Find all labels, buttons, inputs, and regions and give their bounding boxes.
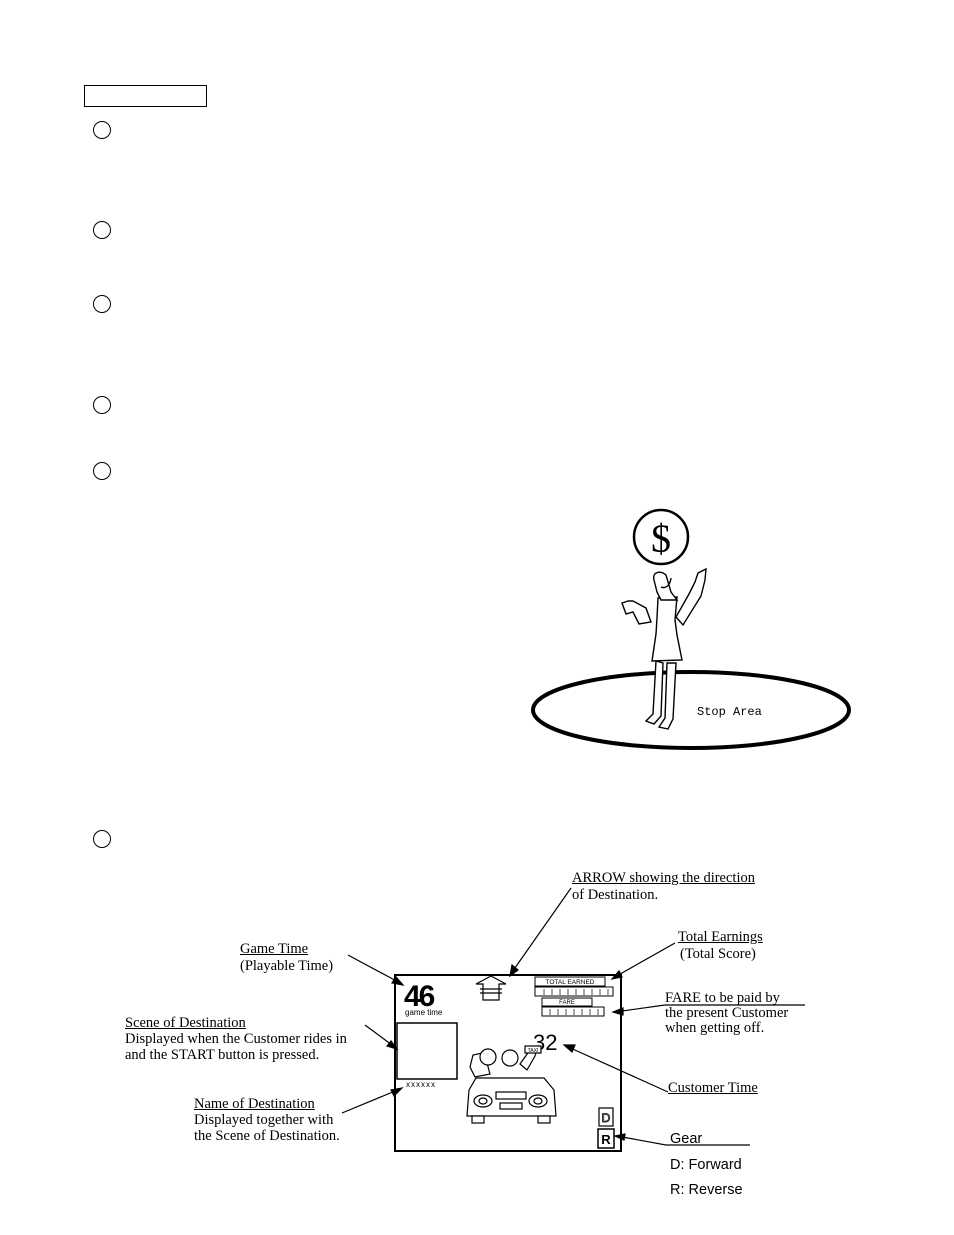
gear-reverse-text: R: Reverse xyxy=(670,1182,743,1198)
callout-leader-lines xyxy=(341,887,805,1146)
scene-callout-title: Scene of Destination xyxy=(125,1015,246,1031)
step-marker-5 xyxy=(93,462,111,480)
game-screen-diagram: 46 game time TOTAL EARNED FARE 32 xxxxxx xyxy=(341,887,805,1152)
name-callout-title: Name of Destination xyxy=(194,1096,315,1112)
fare-label: FARE xyxy=(559,1000,575,1006)
fare-digits xyxy=(541,1006,605,1017)
step-marker-4 xyxy=(93,396,111,414)
step-marker-2 xyxy=(93,221,111,239)
name-callout-line2: the Scene of Destination. xyxy=(194,1128,340,1144)
fare-callout-line3: when getting off. xyxy=(665,1020,765,1036)
gear-forward-text: D: Forward xyxy=(670,1157,742,1173)
game-time-caption: game time xyxy=(405,1008,443,1017)
scene-callout-line2: and the START button is pressed. xyxy=(125,1047,320,1063)
customer-figure xyxy=(621,567,707,730)
fare-label-box xyxy=(541,997,593,1007)
direction-arrow-icon xyxy=(475,975,507,1001)
customer-stop-area-illustration: $ Stop Area xyxy=(531,508,851,750)
total-earned-label-box xyxy=(534,976,606,987)
customer-time-callout: Customer Time xyxy=(668,1080,758,1096)
total-earnings-callout-sub: (Total Score) xyxy=(680,946,756,962)
gear-d-box xyxy=(598,1107,614,1127)
taxi-icon xyxy=(466,1044,557,1124)
fare-callout-line1: FARE to be paid by xyxy=(665,990,780,1006)
step-marker-6 xyxy=(93,830,111,848)
total-earned-digits xyxy=(534,986,614,997)
step-marker-1 xyxy=(93,121,111,139)
arrow-callout-sub: of Destination. xyxy=(572,887,659,903)
dollar-icon: $ xyxy=(651,516,671,561)
step-marker-3 xyxy=(93,295,111,313)
gear-d-indicator: D xyxy=(602,1111,611,1125)
digit-segments xyxy=(543,989,609,1015)
gear-callout-title: Gear xyxy=(670,1131,703,1147)
taxi-sign: TAXI xyxy=(528,1048,539,1054)
section-heading-box xyxy=(84,85,207,107)
destination-name: xxxxxx xyxy=(406,1080,436,1089)
total-earnings-callout-title: Total Earnings xyxy=(678,929,763,945)
total-earned-label: TOTAL EARNED xyxy=(545,979,594,986)
name-callout-line1: Displayed together with xyxy=(194,1112,334,1128)
destination-scene-box xyxy=(396,1022,458,1080)
stop-area-ellipse xyxy=(531,670,851,750)
dollar-bubble xyxy=(632,508,690,566)
screen-frame xyxy=(394,974,622,1152)
arrow-callout-title: ARROW showing the direction xyxy=(572,870,755,886)
gear-r-indicator: R xyxy=(601,1132,611,1147)
stop-area-label: Stop Area xyxy=(697,705,762,719)
gear-r-box xyxy=(597,1128,615,1149)
scene-callout-line1: Displayed when the Customer rides in xyxy=(125,1031,347,1047)
game-time-value: 46 xyxy=(404,980,435,1013)
game-time-callout-title: Game Time xyxy=(240,941,309,957)
game-time-callout-sub: (Playable Time) xyxy=(240,958,334,974)
fare-callout-line2: the present Customer xyxy=(665,1005,789,1021)
